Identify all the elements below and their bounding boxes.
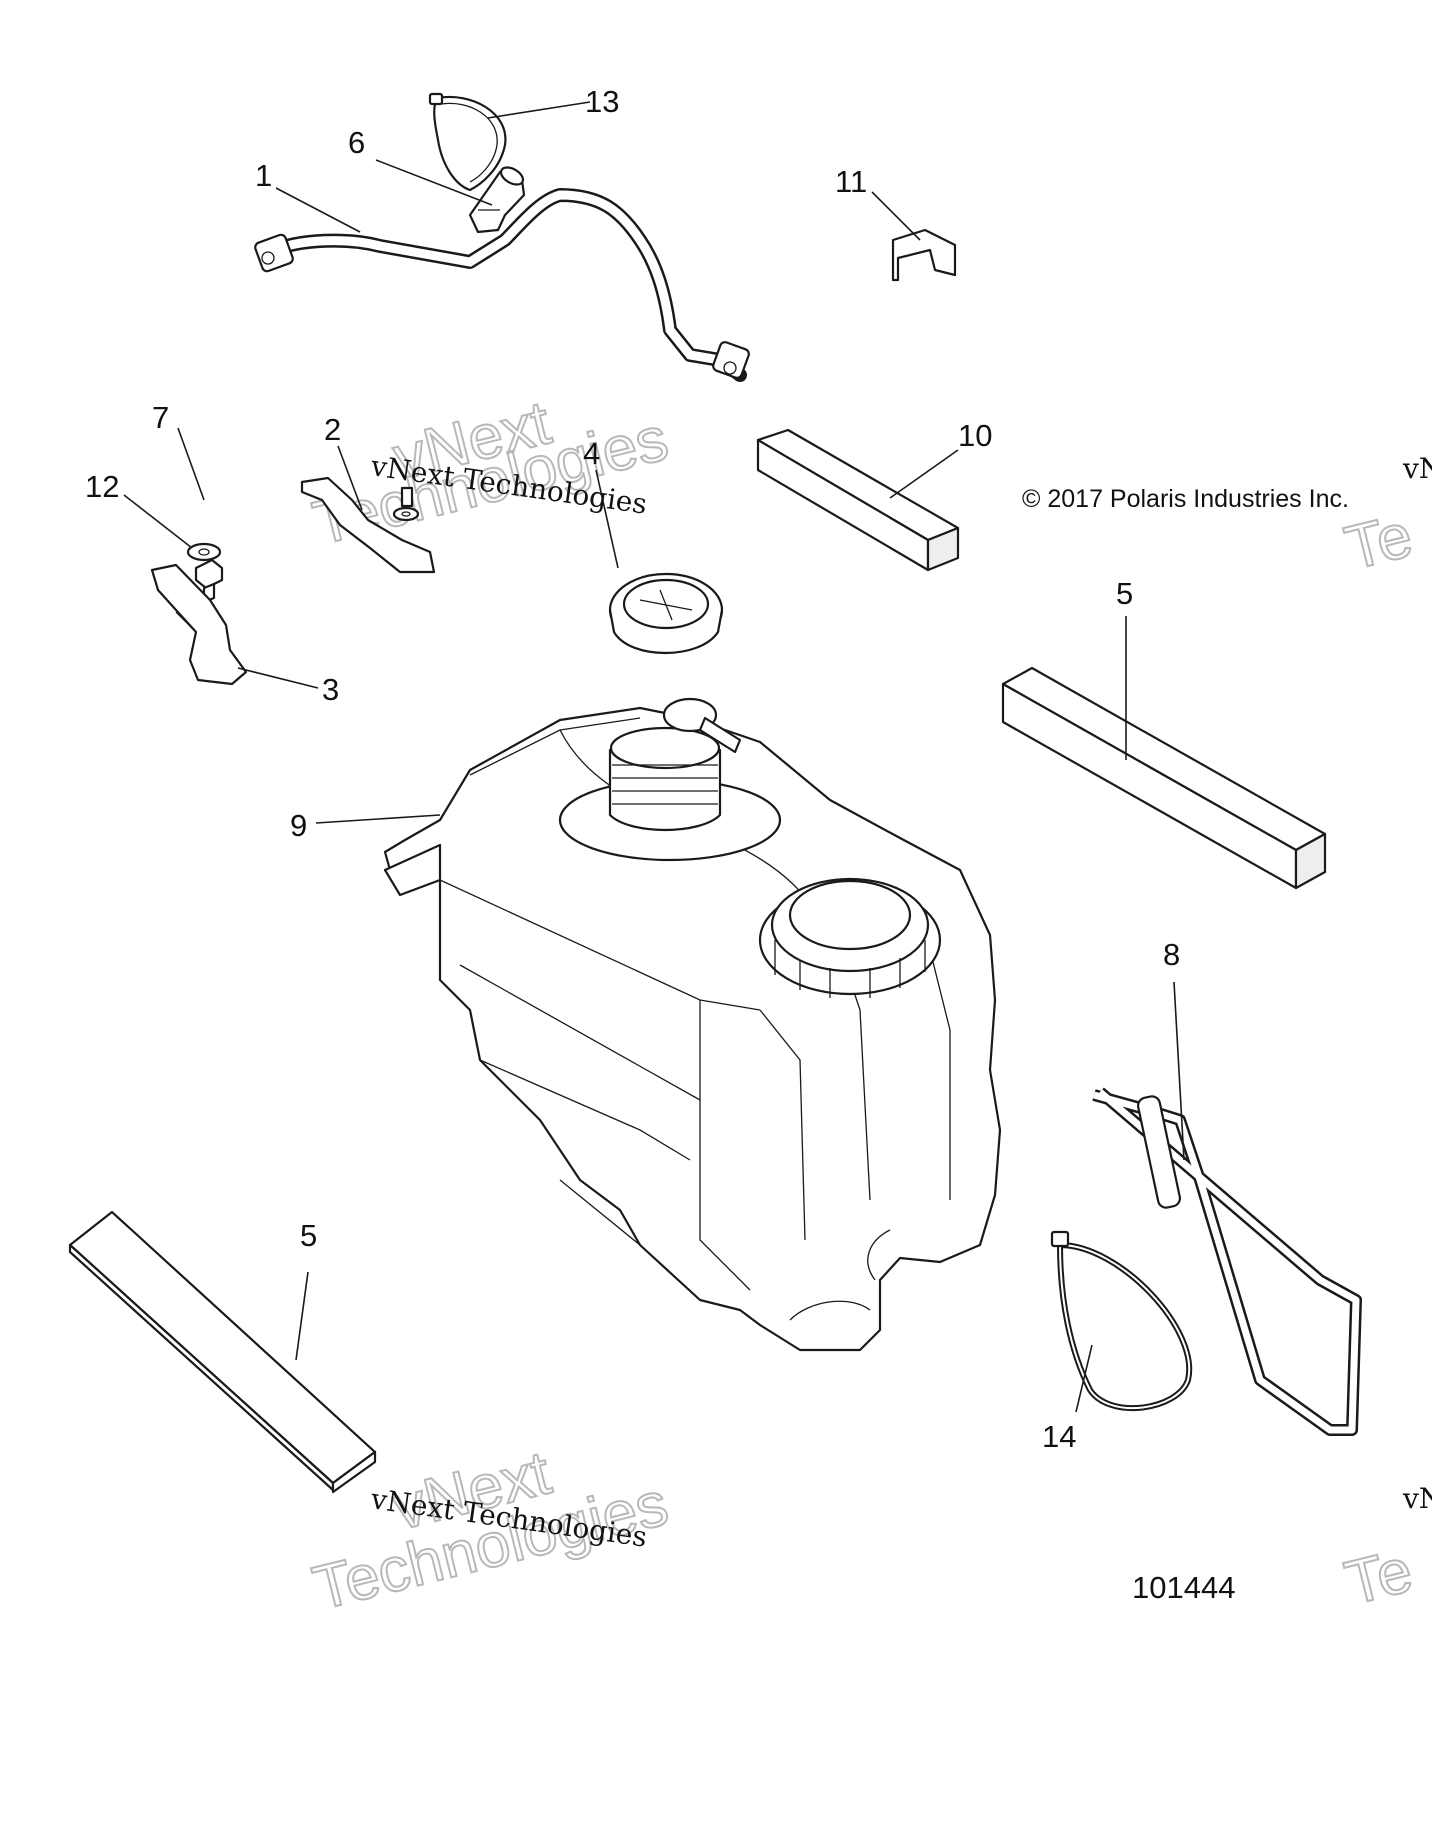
callout-labels: 1 2 3 4 5 5 6 7 8 9 10 11 12 13 14 bbox=[85, 84, 1180, 1454]
callout-14: 14 bbox=[1042, 1419, 1076, 1454]
leader-5-left bbox=[295, 1271, 309, 1361]
watermark-edge-outline: Te bbox=[1339, 501, 1419, 584]
leader-7 bbox=[177, 427, 205, 501]
callout-3: 3 bbox=[322, 672, 339, 707]
callout-2: 2 bbox=[324, 412, 341, 447]
watermark-edge-serif: vN bbox=[1402, 452, 1432, 485]
leader-4 bbox=[595, 469, 619, 569]
leader-3 bbox=[237, 667, 319, 689]
leader-8 bbox=[1173, 981, 1185, 1161]
leader-10 bbox=[889, 449, 959, 499]
fuel-line-drawing bbox=[1092, 1087, 1362, 1436]
callout-8: 8 bbox=[1163, 937, 1180, 972]
copyright-notice: © 2017 Polaris Industries Inc. bbox=[1022, 485, 1349, 513]
bracket-drawing bbox=[300, 476, 436, 574]
callout-12: 12 bbox=[85, 469, 119, 504]
callout-1: 1 bbox=[255, 158, 272, 193]
callout-6: 6 bbox=[348, 125, 365, 160]
callout-13: 13 bbox=[585, 84, 619, 119]
leader-12 bbox=[123, 494, 193, 549]
callout-10: 10 bbox=[958, 418, 992, 453]
leader-6 bbox=[375, 159, 493, 206]
fuel-vent-hose-drawing bbox=[254, 188, 750, 382]
foam-pad-left-drawing bbox=[68, 1210, 377, 1494]
callout-4: 4 bbox=[583, 436, 600, 471]
clip-drawing bbox=[891, 228, 957, 282]
cable-tie-drawing bbox=[1050, 1230, 1193, 1412]
leader-13 bbox=[487, 101, 591, 119]
hose-clamp-drawing bbox=[428, 92, 507, 192]
callout-9: 9 bbox=[290, 808, 307, 843]
leader-1 bbox=[275, 187, 361, 233]
watermark-edge-outline: Te bbox=[1339, 1536, 1419, 1619]
fuel-tank-drawing bbox=[383, 697, 1002, 1352]
callout-5-left: 5 bbox=[300, 1218, 317, 1253]
washer-drawing bbox=[186, 542, 222, 562]
mounting-bracket-drawing bbox=[150, 563, 248, 686]
callout-5-right: 5 bbox=[1116, 576, 1133, 611]
watermark-edge-serif: vN bbox=[1402, 1482, 1432, 1515]
watermark-edge-fragments: vN Te vN Te bbox=[1338, 452, 1432, 1620]
leader-2 bbox=[337, 445, 363, 511]
leader-14 bbox=[1075, 1344, 1093, 1413]
foam-pad-top-drawing bbox=[756, 428, 960, 572]
foam-pad-right-drawing bbox=[1001, 666, 1327, 890]
fuel-cap-drawing bbox=[608, 572, 724, 655]
callout-11: 11 bbox=[835, 164, 867, 199]
leader-9 bbox=[315, 814, 441, 824]
check-valve-drawing bbox=[468, 166, 526, 234]
drawing-number: 101444 bbox=[1132, 1570, 1235, 1605]
callout-7: 7 bbox=[152, 400, 169, 435]
leader-lines bbox=[123, 101, 1185, 1413]
leader-11 bbox=[871, 191, 921, 241]
